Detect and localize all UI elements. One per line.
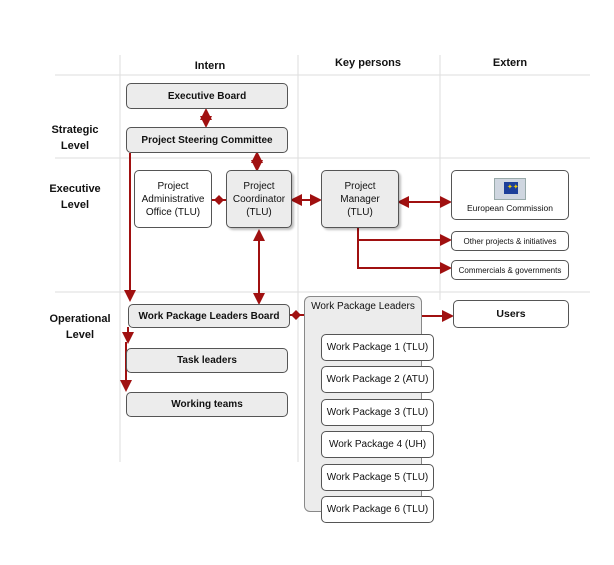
users-box[interactable]: Users <box>453 300 569 328</box>
work-package-item[interactable]: Work Package 4 (UH) <box>321 431 434 458</box>
column-header-extern: Extern <box>492 57 528 69</box>
european-commission-label: European Commission <box>467 202 553 213</box>
manager-box[interactable]: Project Manager (TLU) <box>321 170 399 228</box>
commercials-box[interactable]: Commercials & governments <box>451 260 569 280</box>
executive-board-box[interactable]: Executive Board <box>126 83 288 109</box>
working-teams-box[interactable]: Working teams <box>126 392 288 417</box>
wp-leaders-title: Work Package Leaders <box>311 301 415 312</box>
level-label-executive: Executive Level <box>49 183 101 211</box>
diamond-connector-icon <box>291 310 301 320</box>
work-package-item[interactable]: Work Package 2 (ATU) <box>321 366 434 393</box>
grid-lines <box>55 55 590 462</box>
wp-leaders-board-box[interactable]: Work Package Leaders Board <box>128 304 290 328</box>
steering-committee-box[interactable]: Project Steering Committee <box>126 127 288 153</box>
diamond-connector-icon <box>214 195 224 205</box>
work-package-item[interactable]: Work Package 1 (TLU) <box>321 334 434 361</box>
european-commission-box[interactable]: ✦✦ European Commission <box>451 170 569 220</box>
work-package-item[interactable]: Work Package 3 (TLU) <box>321 399 434 426</box>
admin-office-box[interactable]: Project Administrative Office (TLU) <box>134 170 212 228</box>
level-label-operational: Operational Level <box>49 313 111 341</box>
task-leaders-box[interactable]: Task leaders <box>126 348 288 373</box>
column-header-key-persons: Key persons <box>334 57 402 69</box>
other-projects-box[interactable]: Other projects & initiatives <box>451 231 569 251</box>
european-commission-logo-icon: ✦✦ <box>494 177 526 200</box>
work-package-item[interactable]: Work Package 5 (TLU) <box>321 464 434 491</box>
column-header-intern: Intern <box>194 60 226 72</box>
level-label-strategic: Strategic Level <box>51 124 99 152</box>
work-package-item[interactable]: Work Package 6 (TLU) <box>321 496 434 523</box>
coordinator-box[interactable]: Project Coordinator (TLU) <box>226 170 292 228</box>
